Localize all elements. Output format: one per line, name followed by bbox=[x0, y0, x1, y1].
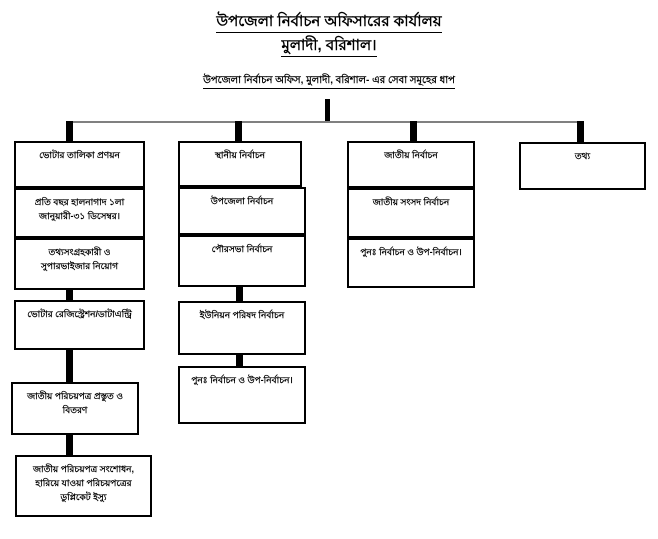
node-box-national-election-2[interactable]: জাতীয় সংসদ নির্বাচন bbox=[347, 188, 475, 238]
page-title-line-1: উপজেলা নির্বাচন অফিসারের কার্যালয় bbox=[0, 13, 658, 33]
node-box-local-election-4[interactable]: ইউনিয়ন পরিষদ নির্বাচন bbox=[178, 301, 306, 355]
node-box-national-election-1[interactable]: জাতীয় নির্বাচন bbox=[347, 141, 475, 188]
node-box-voter-list-6[interactable]: জাতীয় পরিচয়পত্র সংশোধন, হারিয়ে যাওয়া… bbox=[15, 455, 152, 517]
branch-drop-connector-1 bbox=[66, 121, 73, 143]
node-label: ভোটার রেজিস্ট্রেশন/ডাটাএন্ট্রি bbox=[27, 309, 132, 319]
branch-drop-connector-2 bbox=[235, 121, 242, 143]
node-label: তথ্য bbox=[574, 151, 591, 161]
branch-drop-connector-4 bbox=[577, 121, 584, 143]
node-connector-c1-4 bbox=[66, 346, 73, 382]
node-box-local-election-5[interactable]: পুনঃ নির্বাচন ও উপ-নির্বাচন। bbox=[178, 366, 306, 424]
node-label: জাতীয় পরিচয়পত্র প্রস্তুত ও বিতরণ bbox=[27, 391, 123, 415]
node-connector-c1-3 bbox=[66, 283, 73, 302]
page-title-line-2: মুলাদী, বরিশাল। bbox=[0, 37, 658, 57]
node-box-voter-list-3[interactable]: তথ্যসংগ্রহকারী ও সুপারভাইজার নিয়োগ bbox=[14, 238, 145, 290]
title-line-2-text: মুলাদী, বরিশাল। bbox=[281, 37, 377, 57]
node-label: প্রতি বছর হালনাগাদ ১লা জানুয়ারী-৩১ ডিসে… bbox=[34, 197, 125, 221]
node-label: উপজেলা নির্বাচন bbox=[210, 196, 274, 206]
page-subtitle: উপজেলা নির্বাচন অফিস, মুলাদী, বরিশাল- এর… bbox=[0, 70, 658, 89]
node-box-national-election-3[interactable]: পুনঃ নির্বাচন ও উপ-নির্বাচন। bbox=[347, 238, 475, 288]
node-box-voter-list-4[interactable]: ভোটার রেজিস্ট্রেশন/ডাটাএন্ট্রি bbox=[14, 300, 145, 350]
node-box-local-election-2[interactable]: উপজেলা নির্বাচন bbox=[178, 187, 306, 235]
node-box-voter-list-2[interactable]: প্রতি বছর হালনাগাদ ১লা জানুয়ারী-৩১ ডিসে… bbox=[14, 188, 145, 238]
node-label: পুনঃ নির্বাচন ও উপ-নির্বাচন। bbox=[360, 247, 462, 257]
node-label: জাতীয় সংসদ নির্বাচন bbox=[372, 197, 450, 207]
branch-drop-connector-3 bbox=[410, 121, 417, 143]
node-label: তথ্যসংগ্রহকারী ও সুপারভাইজার নিয়োগ bbox=[40, 247, 119, 271]
node-label: ভোটার তালিকা প্রণয়ন bbox=[39, 150, 120, 160]
node-connector-c1-5 bbox=[66, 430, 73, 456]
node-box-voter-list-5[interactable]: জাতীয় পরিচয়পত্র প্রস্তুত ও বিতরণ bbox=[11, 382, 139, 435]
node-label: পৌরসভা নির্বাচন bbox=[211, 244, 273, 254]
root-stem-connector bbox=[325, 99, 330, 123]
node-box-voter-list-1[interactable]: ভোটার তালিকা প্রণয়ন bbox=[14, 141, 145, 188]
node-box-information-1[interactable]: তথ্য bbox=[519, 142, 646, 190]
node-box-local-election-3[interactable]: পৌরসভা নির্বাচন bbox=[178, 235, 306, 287]
node-label: স্থানীয় নির্বাচন bbox=[214, 150, 266, 160]
node-label: পুনঃ নির্বাচন ও উপ-নির্বাচন। bbox=[191, 375, 293, 385]
node-connector-c2-4 bbox=[236, 351, 243, 369]
title-line-1-text: উপজেলা নির্বাচন অফিসারের কার্যালয় bbox=[216, 13, 442, 33]
node-connector-c2-3 bbox=[236, 283, 243, 303]
node-box-local-election-1[interactable]: স্থানীয় নির্বাচন bbox=[178, 141, 302, 187]
node-label: ইউনিয়ন পরিষদ নির্বাচন bbox=[199, 310, 285, 320]
bus-bar-connector bbox=[68, 121, 580, 123]
node-label: জাতীয় পরিচয়পত্র সংশোধন, হারিয়ে যাওয়া… bbox=[32, 464, 135, 502]
node-label: জাতীয় নির্বাচন bbox=[384, 150, 438, 160]
subtitle-text: উপজেলা নির্বাচন অফিস, মুলাদী, বরিশাল- এর… bbox=[203, 75, 455, 89]
